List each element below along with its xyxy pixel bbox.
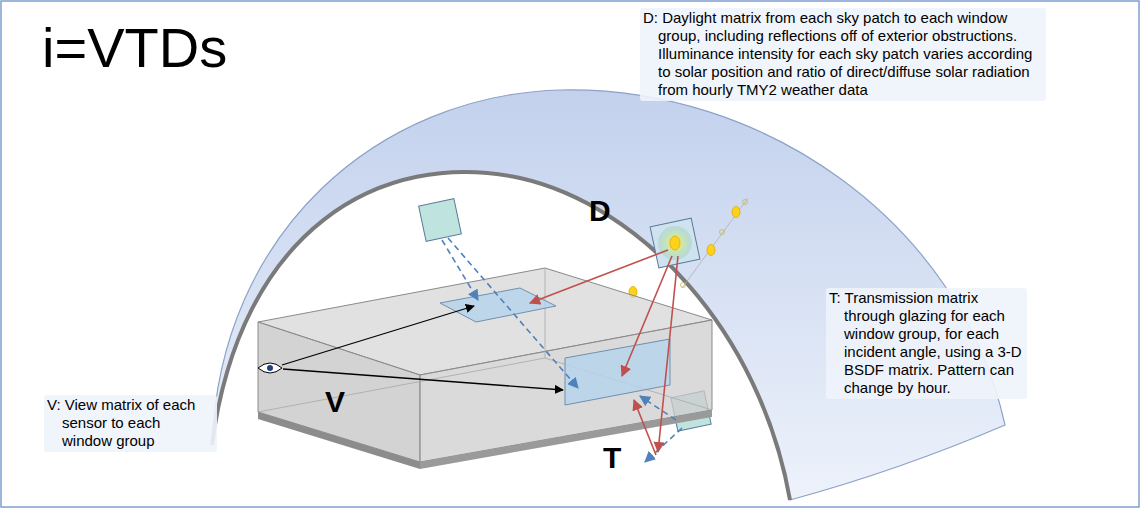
room-floor xyxy=(420,410,712,469)
direct-arrow xyxy=(634,400,656,455)
view-arrow xyxy=(282,306,474,365)
sun xyxy=(732,207,740,218)
skylight-window xyxy=(440,288,556,322)
direct-arrow xyxy=(530,250,668,303)
sun-position xyxy=(743,200,748,205)
room-floor xyxy=(258,412,420,469)
diffuse-arrow xyxy=(442,240,478,300)
diffuse-arrow xyxy=(640,396,676,420)
sun-path xyxy=(682,198,748,288)
sun-glow xyxy=(658,226,692,260)
direct-arrow xyxy=(622,256,672,376)
matrix-description: V: View matrix of each sensor to each wi… xyxy=(44,395,217,452)
sun-position xyxy=(681,283,686,288)
sensor-eye xyxy=(258,363,282,373)
sun xyxy=(670,236,680,250)
direct-arrow xyxy=(658,256,678,452)
side-window xyxy=(565,339,670,405)
sun-position xyxy=(720,230,725,235)
dome-rim xyxy=(212,172,790,500)
sky-patch xyxy=(419,199,462,242)
matrix-letter: T xyxy=(600,440,624,476)
sky-patch xyxy=(650,218,700,268)
sensor-pupil xyxy=(267,365,273,371)
matrix-letter: V xyxy=(322,384,348,420)
diagram-title: i=VTDs xyxy=(42,14,227,81)
matrix-description: D: Daylight matrix from each sky patch t… xyxy=(640,8,1046,101)
matrix-description: T: Transmission matrix through glazing f… xyxy=(826,288,1027,399)
diffuse-arrow xyxy=(448,238,578,388)
diffuse-arrow xyxy=(645,428,682,462)
sun xyxy=(707,245,715,256)
room-hidden-edge xyxy=(545,268,546,358)
matrix-letter: D xyxy=(586,193,614,229)
